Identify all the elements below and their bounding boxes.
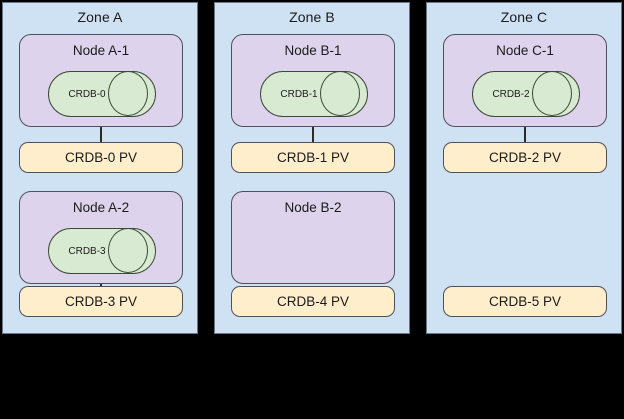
database-label: CRDB-3: [68, 245, 106, 257]
connector-node-c-1-to-pv: [524, 127, 526, 142]
pv-crdb-5: CRDB-5 PV: [443, 286, 607, 317]
node-b-2-title: Node B-2: [284, 200, 342, 215]
database-cylinder-crdb-3: CRDB-3: [48, 228, 156, 274]
node-b-1-title: Node B-1: [284, 43, 342, 58]
cylinder-cap-ellipse: [320, 71, 360, 116]
connector-node-a-1-to-pv: [100, 127, 102, 142]
cylinder-cap-ellipse: [532, 71, 572, 116]
database-cylinder-crdb-0: CRDB-0: [48, 71, 156, 117]
cylinder-cap-ellipse: [108, 228, 148, 273]
zone-c: Zone C Node C-1 CRDB-2 CRDB-2 PV CRDB-5 …: [426, 2, 622, 334]
connector-node-b-1-to-pv: [312, 127, 314, 142]
zone-c-title: Zone C: [500, 9, 548, 25]
pv-crdb-2: CRDB-2 PV: [443, 142, 607, 173]
pv-crdb-4: CRDB-4 PV: [231, 286, 395, 317]
node-b-1: Node B-1 CRDB-1: [231, 34, 395, 127]
pv-crdb-1: CRDB-1 PV: [231, 142, 395, 173]
zone-a: Zone A Node A-1 CRDB-0 CRDB-0 PV Node A-…: [2, 2, 198, 334]
pv-crdb-0: CRDB-0 PV: [19, 142, 183, 173]
database-label: CRDB-1: [280, 88, 318, 100]
node-c-1-title: Node C-1: [496, 43, 554, 58]
cylinder-cap-ellipse: [108, 71, 148, 116]
node-a-1-title: Node A-1: [72, 43, 130, 58]
database-cylinder-crdb-2: CRDB-2: [472, 71, 580, 117]
node-c-1: Node C-1 CRDB-2: [443, 34, 607, 127]
zone-b-title: Zone B: [289, 9, 335, 25]
node-a-2: Node A-2 CRDB-3: [19, 191, 183, 284]
database-label: CRDB-0: [68, 88, 106, 100]
pv-crdb-3: CRDB-3 PV: [19, 286, 183, 317]
node-a-2-title: Node A-2: [72, 200, 130, 215]
database-cylinder-crdb-1: CRDB-1: [260, 71, 368, 117]
node-a-1: Node A-1 CRDB-0: [19, 34, 183, 127]
database-label: CRDB-2: [492, 88, 530, 100]
zone-b: Zone B Node B-1 CRDB-1 CRDB-1 PV Node B-…: [214, 2, 410, 334]
node-b-2: Node B-2: [231, 191, 395, 284]
zone-a-title: Zone A: [77, 9, 123, 25]
